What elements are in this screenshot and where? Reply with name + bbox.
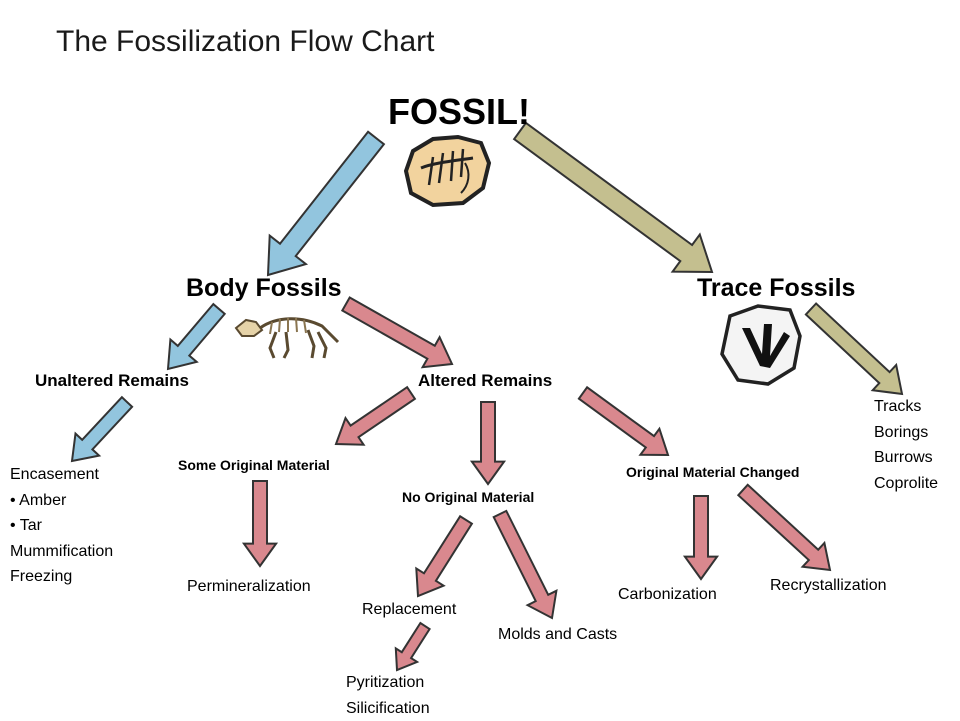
arrow-changed-to-recrystallization — [738, 485, 830, 570]
node-molds-and-casts: Molds and Casts — [498, 627, 617, 643]
list-item: • Amber — [10, 488, 113, 514]
list-item: • Tar — [10, 513, 113, 539]
list-item: Freezing — [10, 564, 113, 590]
node-permineralization: Permineralization — [187, 579, 311, 595]
arrow-fossil-to-body — [268, 132, 384, 275]
arrow-unaltered-to-list — [72, 397, 132, 461]
list-item: Coprolite — [874, 471, 938, 497]
arrow-fossil-to-trace — [514, 123, 712, 272]
node-trace-fossils: Trace Fossils — [697, 276, 855, 301]
node-original-material-changed: Original Material Changed — [626, 465, 799, 479]
node-unaltered-remains: Unaltered Remains — [35, 372, 189, 389]
arrow-body-to-unaltered — [168, 304, 225, 369]
node-some-original-material: Some Original Material — [178, 458, 330, 472]
arrow-body-to-altered — [342, 298, 452, 368]
dinosaur-skeleton-icon — [232, 302, 342, 362]
list-item: Mummification — [10, 539, 113, 565]
list-item: Pyritization — [346, 670, 430, 696]
unaltered-list: Encasement • Amber • Tar Mummification F… — [10, 462, 113, 590]
footprint-fossil-icon — [718, 302, 803, 387]
list-item: Borings — [874, 420, 938, 446]
trace-list: Tracks Borings Burrows Coprolite — [874, 394, 938, 496]
node-no-original-material: No Original Material — [402, 490, 534, 504]
list-item: Burrows — [874, 445, 938, 471]
arrow-trace-to-list — [806, 304, 902, 395]
arrow-some-to-permineralization — [244, 481, 276, 566]
replacement-list: Pyritization Silicification — [346, 670, 430, 721]
node-altered-remains: Altered Remains — [418, 372, 552, 389]
chart-title: The Fossilization Flow Chart — [56, 27, 434, 57]
arrow-replacement-to-list — [396, 623, 430, 670]
list-item: Silicification — [346, 696, 430, 721]
node-replacement: Replacement — [362, 602, 456, 618]
fossil-rock-icon — [403, 133, 493, 208]
root-node-fossil: FOSSIL! — [388, 94, 530, 130]
node-recrystallization: Recrystallization — [770, 578, 886, 594]
node-body-fossils: Body Fossils — [186, 276, 342, 301]
list-item: Tracks — [874, 394, 938, 420]
arrow-altered-to-no — [472, 402, 504, 484]
arrow-no-to-replacement — [416, 516, 472, 596]
node-carbonization: Carbonization — [618, 587, 717, 603]
arrow-altered-to-some — [336, 387, 415, 445]
arrow-changed-to-carbonization — [685, 496, 717, 579]
arrow-no-to-molds — [494, 511, 557, 618]
arrow-altered-to-changed — [579, 387, 668, 455]
list-item: Encasement — [10, 462, 113, 488]
